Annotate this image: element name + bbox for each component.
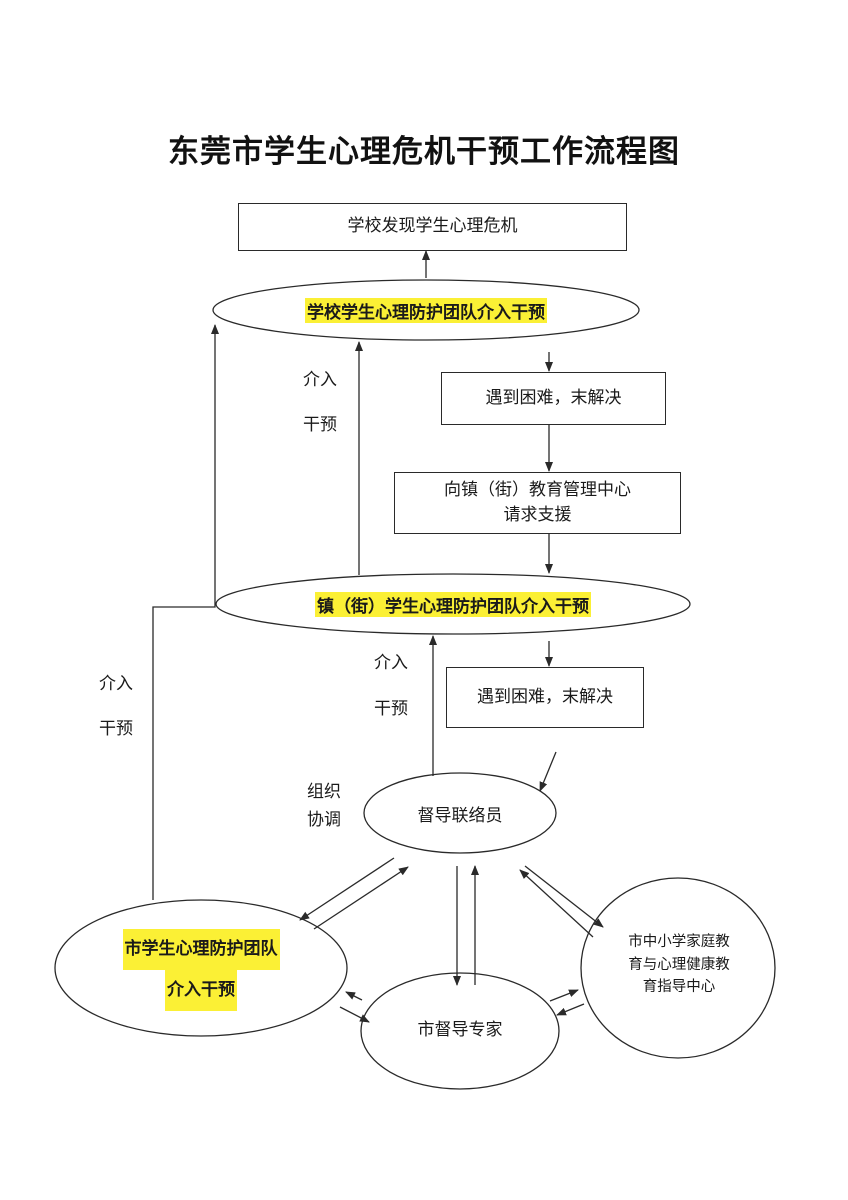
label-intervene-a-2: 干预 — [303, 415, 337, 435]
school-team-node: 学校学生心理防护团队介入干预 — [213, 295, 639, 325]
supervisor-ellipse — [363, 772, 557, 854]
city-team-ellipse — [54, 899, 348, 1037]
city-team-line-1: 市学生心理防护团队 — [122, 929, 280, 970]
city-expert-ellipse — [360, 972, 560, 1090]
center-line-3: 育指导中心 — [642, 979, 716, 996]
difficulty-1-text: 遇到困难，末解决 — [485, 387, 622, 408]
school-detect-box: 学校发现学生心理危机 — [238, 203, 627, 251]
supervisor-text: 督导联络员 — [417, 805, 503, 826]
difficulty-box-1: 遇到困难，末解决 — [441, 372, 666, 425]
center-node: 市中小学家庭教 育与心理健康教 育指导中心 — [595, 920, 763, 1010]
city-expert-text: 市督导专家 — [417, 1019, 503, 1040]
label-intervene-c-1: 介入 — [99, 674, 133, 694]
arrow-expert-to-center — [549, 989, 579, 1002]
center-line-1: 市中小学家庭教 — [628, 934, 730, 951]
center-ellipse — [580, 877, 776, 1059]
center-line-2: 育与心理健康教 — [628, 956, 730, 973]
arrow-cityteam-to-expert — [339, 1006, 370, 1023]
school-detect-text: 学校发现学生心理危机 — [347, 216, 518, 237]
label-intervene-a-1: 介入 — [303, 370, 337, 390]
request-support-box: 向镇（街）教育管理中心 请求支援 — [394, 472, 681, 534]
arrow-center-to-supervisor — [519, 869, 594, 938]
arrow-city-to-school — [152, 324, 219, 900]
request-line-1: 向镇（街）教育管理中心 — [444, 479, 631, 500]
label-intervene-c-2: 干预 — [99, 719, 133, 739]
label-intervene-b-1: 介入 — [374, 653, 408, 673]
arrow-cityteam-to-supervisor — [313, 866, 409, 930]
arrow-center-to-expert — [556, 1003, 585, 1016]
city-team-node: 市学生心理防护团队 介入干预 — [55, 928, 347, 1012]
town-team-text: 镇（街）学生心理防护团队介入干预 — [315, 591, 591, 617]
town-team-node: 镇（街）学生心理防护团队介入干预 — [216, 589, 690, 619]
city-expert-node: 市督导专家 — [361, 1012, 559, 1042]
difficulty-box-2: 遇到困难，末解决 — [446, 667, 644, 728]
arrow-supervisor-to-center — [524, 865, 604, 928]
request-line-2: 请求支援 — [503, 505, 572, 525]
label-intervene-b-2: 干预 — [374, 699, 408, 719]
school-team-text: 学校学生心理防护团队介入干预 — [305, 297, 547, 323]
label-organize-2: 协调 — [307, 810, 341, 830]
label-organize-1: 组织 — [307, 782, 341, 802]
difficulty-2-text: 遇到困难，末解决 — [477, 686, 613, 707]
page-title: 东莞市学生心理危机干预工作流程图 — [168, 134, 680, 170]
arrow-difficulty2-to-supervisor — [539, 751, 557, 792]
city-team-line-2: 介入干预 — [165, 970, 237, 1011]
school-team-ellipse — [212, 279, 640, 341]
arrow-expert-to-cityteam — [345, 991, 363, 1001]
arrow-supervisor-to-cityteam — [299, 857, 395, 921]
town-team-ellipse — [215, 573, 691, 635]
supervisor-node: 督导联络员 — [364, 798, 556, 828]
